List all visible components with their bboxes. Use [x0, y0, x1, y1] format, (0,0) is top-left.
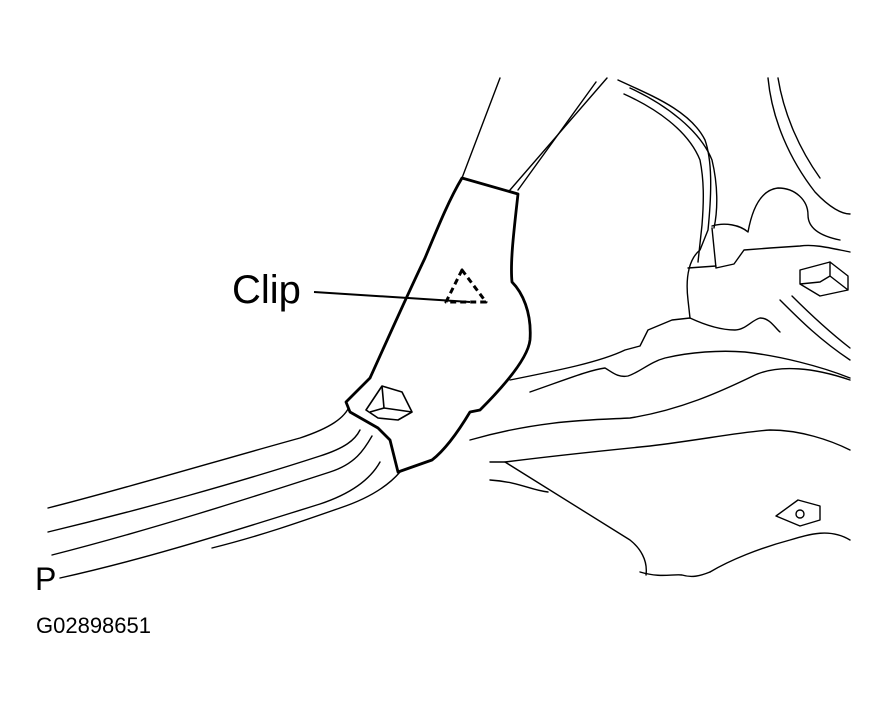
sill-line-4 [60, 462, 380, 578]
rear-upper-contour-2 [778, 78, 820, 178]
pillar-inner-line [518, 82, 596, 190]
bolt-hole-icon [795, 509, 805, 519]
sill-line-2 [48, 430, 360, 532]
window-frame-outer [618, 80, 711, 318]
pillar-garnish-outline [346, 178, 530, 472]
floor-contour-2 [530, 351, 850, 392]
lower-bolt-boss [776, 500, 820, 526]
side-bracket [800, 262, 848, 296]
lower-trim-edge [490, 462, 646, 575]
sill-line-5 [212, 472, 400, 548]
window-frame-mid [624, 94, 703, 262]
bracket-lower-lines [780, 296, 850, 360]
floor-contour-3 [470, 369, 850, 440]
clip-leader-line [314, 292, 470, 302]
trim-block-lower [688, 266, 780, 332]
sill-line-1 [48, 405, 350, 508]
floor-contour-1 [510, 318, 690, 380]
figure-code-label: G02898651 [36, 613, 151, 638]
floor-contour-4 [505, 430, 850, 462]
clip-callout-label: Clip [232, 268, 301, 312]
trim-hook-tab [366, 386, 412, 420]
window-frame-inner [630, 88, 717, 228]
pillar-garnish [346, 178, 530, 472]
hook-tab-inner [370, 386, 412, 412]
trim-bump-upper [712, 188, 840, 240]
rear-upper-contour [768, 78, 850, 214]
pillar-edge-left [462, 78, 500, 178]
trim-block [712, 228, 850, 268]
view-letter-label: P [35, 561, 57, 597]
sill-line-3 [52, 436, 372, 555]
body-structure-lines [48, 78, 850, 578]
lower-trim-edge-2 [640, 572, 710, 576]
lower-bump [490, 480, 548, 492]
lower-right-contour [710, 533, 850, 572]
